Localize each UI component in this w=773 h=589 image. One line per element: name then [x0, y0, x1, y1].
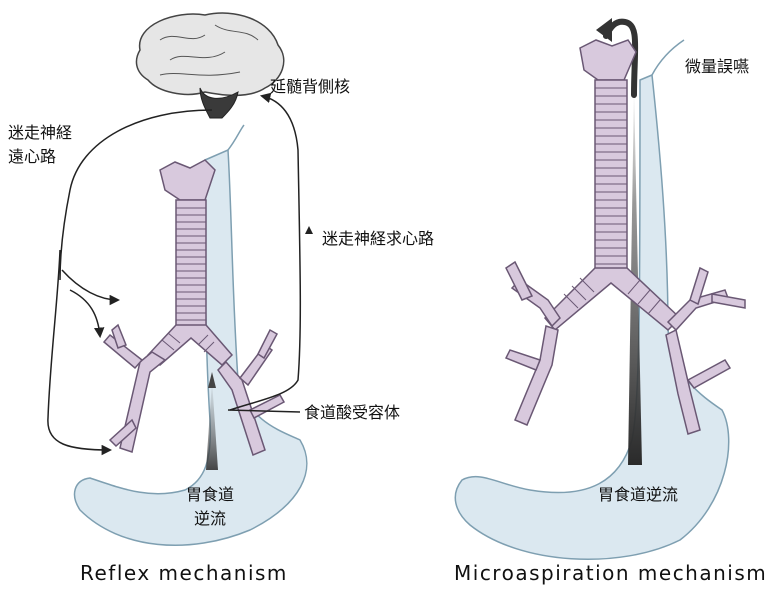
brain-illustration: [136, 13, 283, 118]
label-efferent-line2: 遠心路: [8, 147, 56, 166]
microaspiration-panel: [455, 18, 745, 559]
label-esophageal-receptor: 食道酸受容体: [304, 403, 400, 422]
label-reflux-right: 胃食道逆流: [598, 485, 678, 504]
trachea-left: [160, 160, 215, 328]
caption-microaspiration: Microaspiration mechanism: [454, 561, 767, 585]
bronchi-left: [104, 325, 284, 455]
afferent-arrow-icon: [305, 226, 313, 234]
label-medulla: 延髄背側核: [270, 77, 350, 96]
caption-reflex: Reflex mechanism: [80, 561, 288, 585]
label-afferent: 迷走神経求心路: [322, 229, 434, 248]
label-microaspiration: 微量誤嚥: [685, 57, 749, 76]
label-reflux-left-line1: 胃食道: [186, 485, 234, 504]
trachea-right: [580, 40, 636, 270]
label-reflux-left-line2: 逆流: [194, 509, 226, 528]
label-efferent-line1: 迷走神経: [8, 123, 72, 142]
